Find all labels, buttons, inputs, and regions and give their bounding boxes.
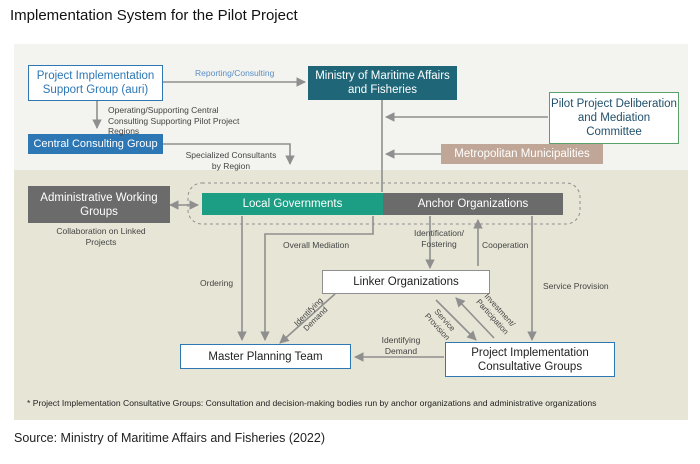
edge-service-provision-2 xyxy=(435,299,477,341)
label-identifying-demand-2: Identifying Demand xyxy=(381,335,421,356)
node-committee: Pilot Project Deliberation and Mediation… xyxy=(549,92,679,144)
footnote: * Project Implementation Consultative Gr… xyxy=(27,398,597,408)
edge-investment xyxy=(455,297,495,339)
edge-mediation xyxy=(260,216,374,341)
label-cooperation: Cooperation xyxy=(482,240,529,250)
node-pisg: Project Implementation Support Group (au… xyxy=(28,65,163,101)
node-anchor-organizations: Anchor Organizations xyxy=(383,193,563,215)
edge-specialized xyxy=(163,143,295,165)
label-collab: Collaboration on Linked Projects xyxy=(56,226,146,247)
label-operating: Operating/Supporting Central Consulting … xyxy=(108,105,240,136)
node-picg: Project Implementation Consultative Grou… xyxy=(445,342,615,377)
node-ministry: Ministry of Maritime Affairs and Fisheri… xyxy=(308,66,457,100)
group-dashed-outline xyxy=(187,182,581,225)
node-local-governments: Local Governments xyxy=(202,193,383,215)
edge-identifying-demand-1 xyxy=(279,293,336,344)
figure-title: Implementation System for the Pilot Proj… xyxy=(10,7,298,24)
node-linker-organizations: Linker Organizations xyxy=(322,270,490,294)
node-awg: Administrative Working Groups xyxy=(28,186,170,223)
node-metro: Metropolitan Municipalities xyxy=(441,144,603,164)
label-ordering: Ordering xyxy=(200,278,234,288)
label-mediation: Overall Mediation xyxy=(283,240,350,250)
label-specialized: Specialized Consultants by Region xyxy=(185,150,277,171)
node-ccg: Central Consulting Group xyxy=(28,134,163,154)
label-service-provision: Service Provision xyxy=(543,281,609,291)
source-line: Source: Ministry of Maritime Affairs and… xyxy=(14,431,325,445)
node-master-planning-team: Master Planning Team xyxy=(180,344,351,369)
label-identification: Identification/ Fostering xyxy=(413,228,465,249)
label-reporting: Reporting/Consulting xyxy=(195,68,275,78)
